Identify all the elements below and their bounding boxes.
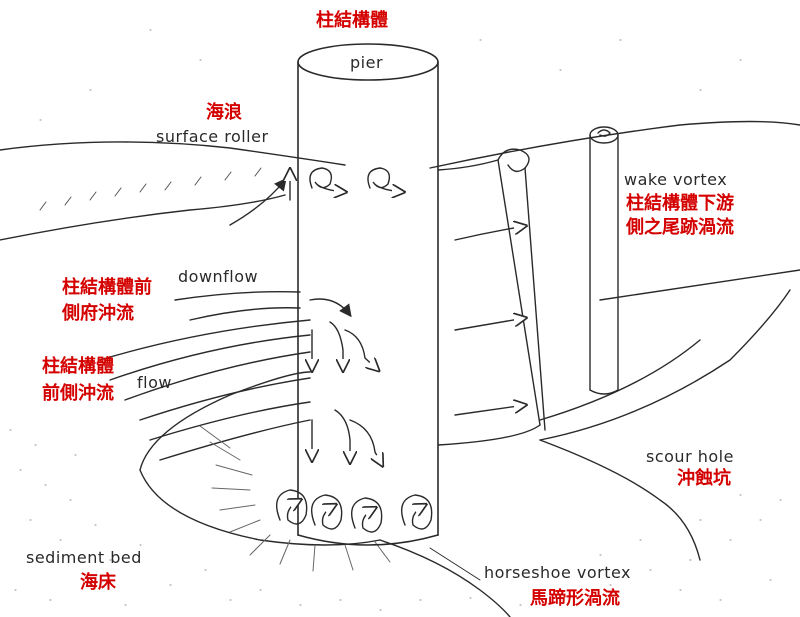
surface-roller-arrows bbox=[290, 168, 403, 201]
wake-vortex-tube bbox=[589, 126, 619, 395]
horseshoe-vortex-label: horseshoe vortex bbox=[484, 563, 632, 582]
horseshoe-vortex-label-zh: 馬蹄形渦流 bbox=[530, 588, 620, 609]
downflow-arrows bbox=[310, 298, 382, 465]
downflow-label: downflow bbox=[178, 267, 259, 286]
downflow-label-zh-1: 柱結構體前 bbox=[62, 277, 152, 298]
horseshoe-vortex-loops bbox=[276, 489, 433, 533]
side-flow-arrows bbox=[454, 226, 525, 416]
wake-vortex-sheet bbox=[437, 148, 546, 446]
wake-vortex-label-zh-1: 柱結構體下游 bbox=[626, 193, 734, 214]
wave-surface-line bbox=[0, 194, 286, 241]
surface-roller-label: surface roller bbox=[156, 127, 269, 146]
scour-hole-label-zh: 沖蝕坑 bbox=[677, 468, 731, 489]
scour-hole-outline bbox=[139, 371, 311, 471]
wake-vortex-label-zh-2: 側之尾跡渦流 bbox=[626, 217, 734, 238]
sediment-bed-label: sediment bed bbox=[26, 548, 142, 567]
sediment-stipple bbox=[9, 29, 782, 611]
scour-radial-marks bbox=[199, 425, 391, 572]
flow-label-zh-1: 柱結構體 bbox=[42, 356, 114, 377]
wake-vortex-label: wake vortex bbox=[624, 170, 728, 189]
sediment-bed-label-zh: 海床 bbox=[80, 572, 116, 593]
pier-label: pier bbox=[350, 53, 384, 72]
wave-surface-line bbox=[0, 141, 346, 166]
flow-label: flow bbox=[137, 373, 172, 392]
surface-roller-label-zh: 海浪 bbox=[206, 102, 242, 123]
pier-label-zh: 柱結構體 bbox=[316, 10, 388, 31]
pier-cylinder bbox=[297, 43, 439, 546]
horseshoe-leader-line bbox=[429, 547, 481, 581]
approach-flow-lines bbox=[99, 290, 311, 461]
flow-label-zh-2: 前側沖流 bbox=[42, 383, 114, 404]
scour-hole-label: scour hole bbox=[646, 447, 734, 466]
downflow-label-zh-2: 側府沖流 bbox=[62, 303, 134, 324]
